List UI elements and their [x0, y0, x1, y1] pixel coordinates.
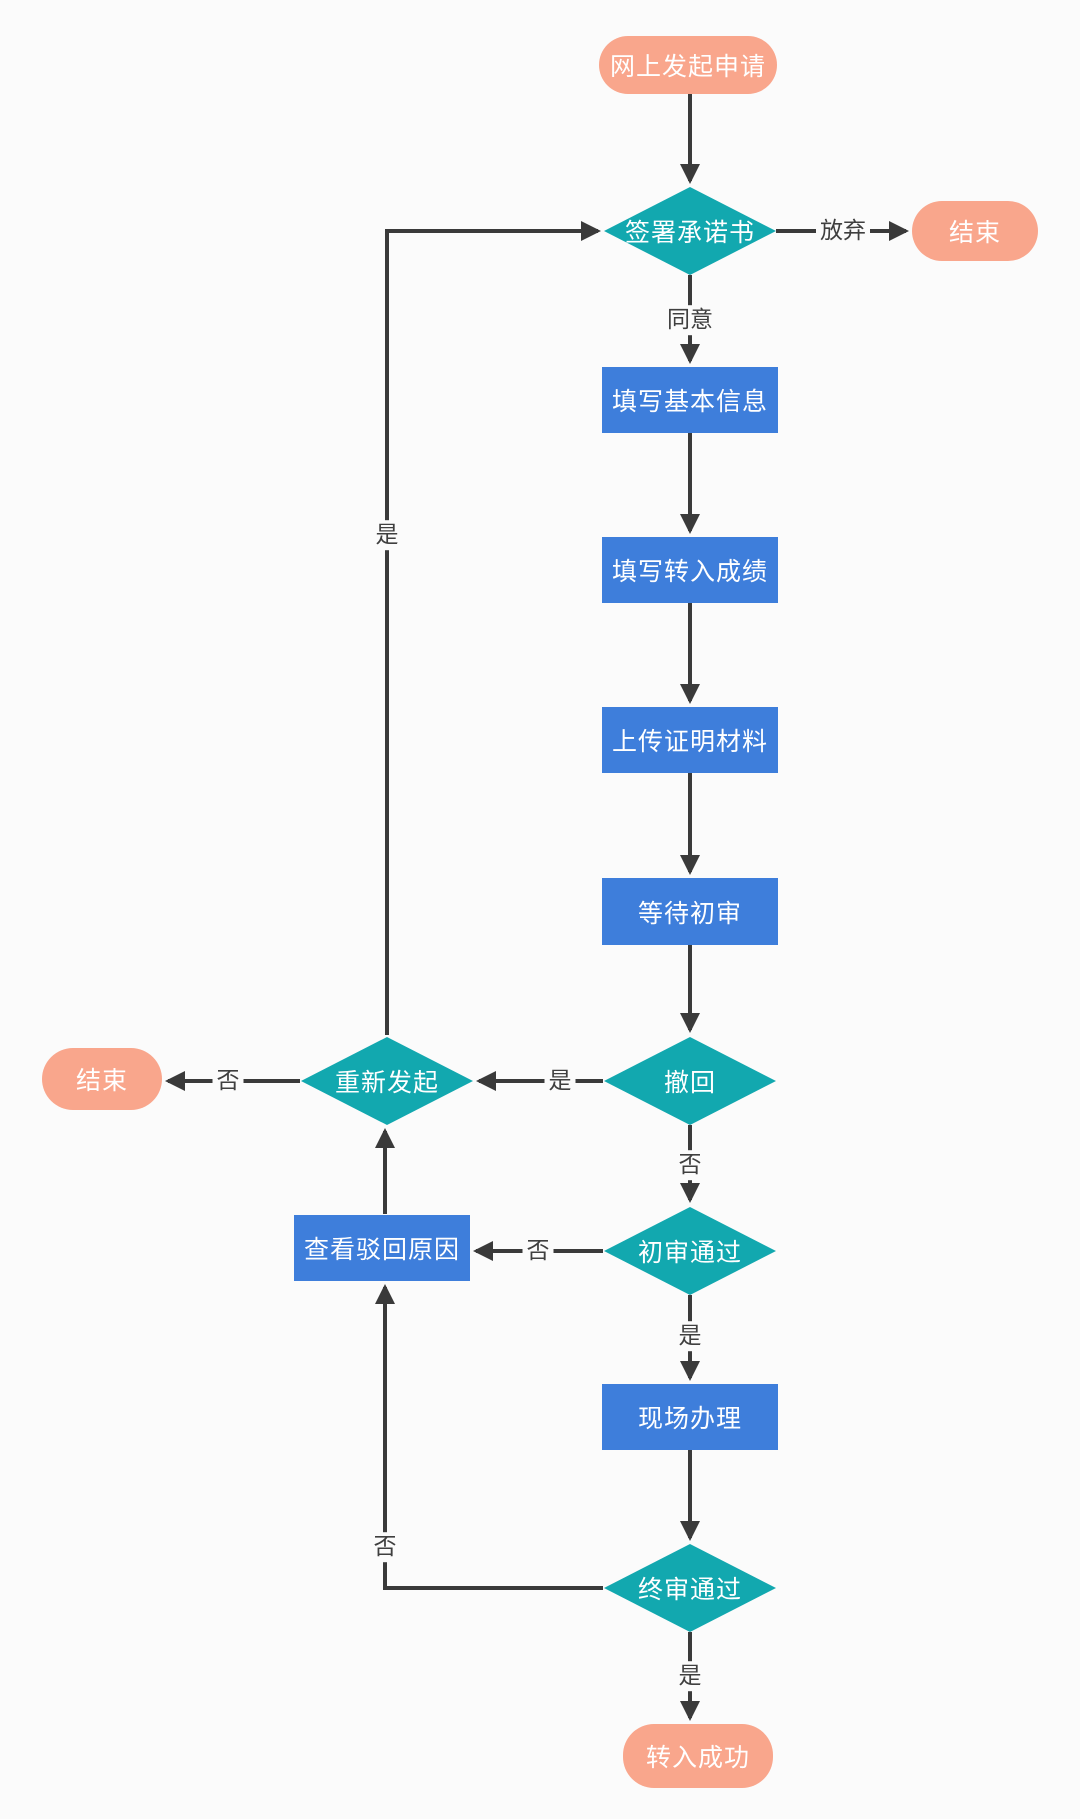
node-decision-restart: 重新发起: [301, 1037, 473, 1125]
node-label: 查看驳回原因: [303, 1236, 460, 1264]
node-label: 终审通过: [637, 1576, 742, 1604]
diamond-shape: [301, 1037, 473, 1125]
node-decision-sign-commitment: 签署承诺书: [604, 187, 776, 275]
node-process-wait-initial-review: 等待初审: [602, 878, 778, 945]
diamond-shape: [604, 1544, 776, 1632]
node-label: 现场办理: [637, 1405, 742, 1433]
node-label: 结束: [948, 219, 1001, 247]
node-label: 签署承诺书: [624, 219, 755, 247]
node-label: 转入成功: [645, 1744, 750, 1772]
node-start-online-application: 网上发起申请: [599, 36, 777, 94]
diamond-shape: [604, 187, 776, 275]
node-end-left: 结束: [42, 1048, 162, 1110]
node-decision-initial-review-passed: 初审通过: [604, 1207, 776, 1295]
edge-final-review-to-view-reason: [375, 1284, 603, 1590]
edge-label-agree: 同意: [663, 305, 717, 335]
edge-label-yes-restart-to-sign: 是: [371, 520, 403, 550]
node-decision-final-review-passed: 终审通过: [604, 1544, 776, 1632]
node-label: 填写基本信息: [611, 388, 768, 416]
edge-label-no-final-review: 否: [369, 1532, 401, 1562]
edge-label-yes-first-review: 是: [674, 1321, 706, 1351]
edge-restart-to-sign: [385, 221, 601, 1035]
node-label: 等待初审: [637, 899, 742, 928]
node-transfer-success: 转入成功: [623, 1724, 773, 1788]
edge-label-yes-final-review: 是: [674, 1661, 706, 1691]
diamond-shape: [604, 1207, 776, 1295]
edge-label-no-first-review: 否: [522, 1236, 554, 1266]
node-end-right: 结束: [912, 201, 1038, 261]
node-process-upload-proof-materials: 上传证明材料: [602, 707, 778, 773]
edge-label-abandon: 放弃: [816, 216, 870, 246]
node-label: 网上发起申请: [609, 53, 766, 81]
node-decision-withdraw: 撤回: [604, 1037, 776, 1125]
node-label: 上传证明材料: [611, 728, 768, 756]
node-label: 结束: [75, 1067, 128, 1095]
edge-label-no-withdraw: 否: [674, 1150, 706, 1180]
node-process-view-rejection-reason: 查看驳回原因: [294, 1215, 470, 1281]
node-process-fill-basic-info: 填写基本信息: [602, 367, 778, 433]
edge-label-no-restart: 否: [212, 1066, 244, 1096]
node-label: 初审通过: [637, 1239, 742, 1267]
node-label: 填写转入成绩: [611, 558, 768, 586]
node-label: 撤回: [663, 1069, 716, 1097]
node-process-onsite-handling: 现场办理: [602, 1384, 778, 1450]
edge-label-yes-withdraw: 是: [544, 1066, 576, 1096]
node-label: 重新发起: [334, 1069, 439, 1097]
diamond-shape: [604, 1037, 776, 1125]
node-process-fill-transfer-scores: 填写转入成绩: [602, 537, 778, 603]
